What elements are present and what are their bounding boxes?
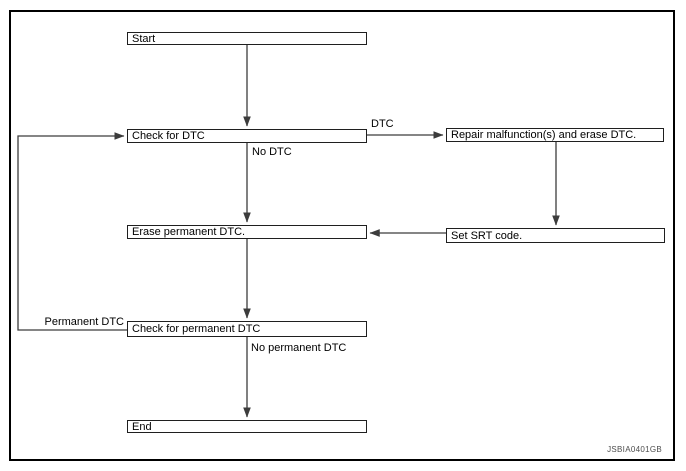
node-end: End [127,420,367,433]
node-set-srt-code: Set SRT code. [446,228,665,243]
node-erase-permanent-dtc: Erase permanent DTC. [127,225,367,239]
node-check-permanent-dtc-label: Check for permanent DTC [132,323,261,335]
node-start: Start [127,32,367,45]
edge-label-no-permanent-dtc: No permanent DTC [251,342,347,354]
node-check-dtc-label: Check for DTC [132,130,205,142]
node-repair-malfunction-label: Repair malfunction(s) and erase DTC. [451,129,637,141]
edge-label-dtc: DTC [371,118,394,130]
node-set-srt-code-label: Set SRT code. [451,229,523,242]
node-erase-permanent-dtc-label: Erase permanent DTC. [132,226,246,238]
node-repair-malfunction: Repair malfunction(s) and erase DTC. [446,128,664,142]
edge-label-permanent-dtc: Permanent DTC [44,316,124,328]
node-start-label: Start [132,32,156,45]
node-check-dtc: Check for DTC [127,129,367,143]
edge-label-no-dtc: No DTC [252,146,292,158]
figure-code: JSBIA0401GB [607,445,662,454]
node-check-permanent-dtc: Check for permanent DTC [127,321,367,337]
connector-check-permanent-to-check-dtc-feedback [17,132,127,331]
node-end-label: End [132,420,152,433]
